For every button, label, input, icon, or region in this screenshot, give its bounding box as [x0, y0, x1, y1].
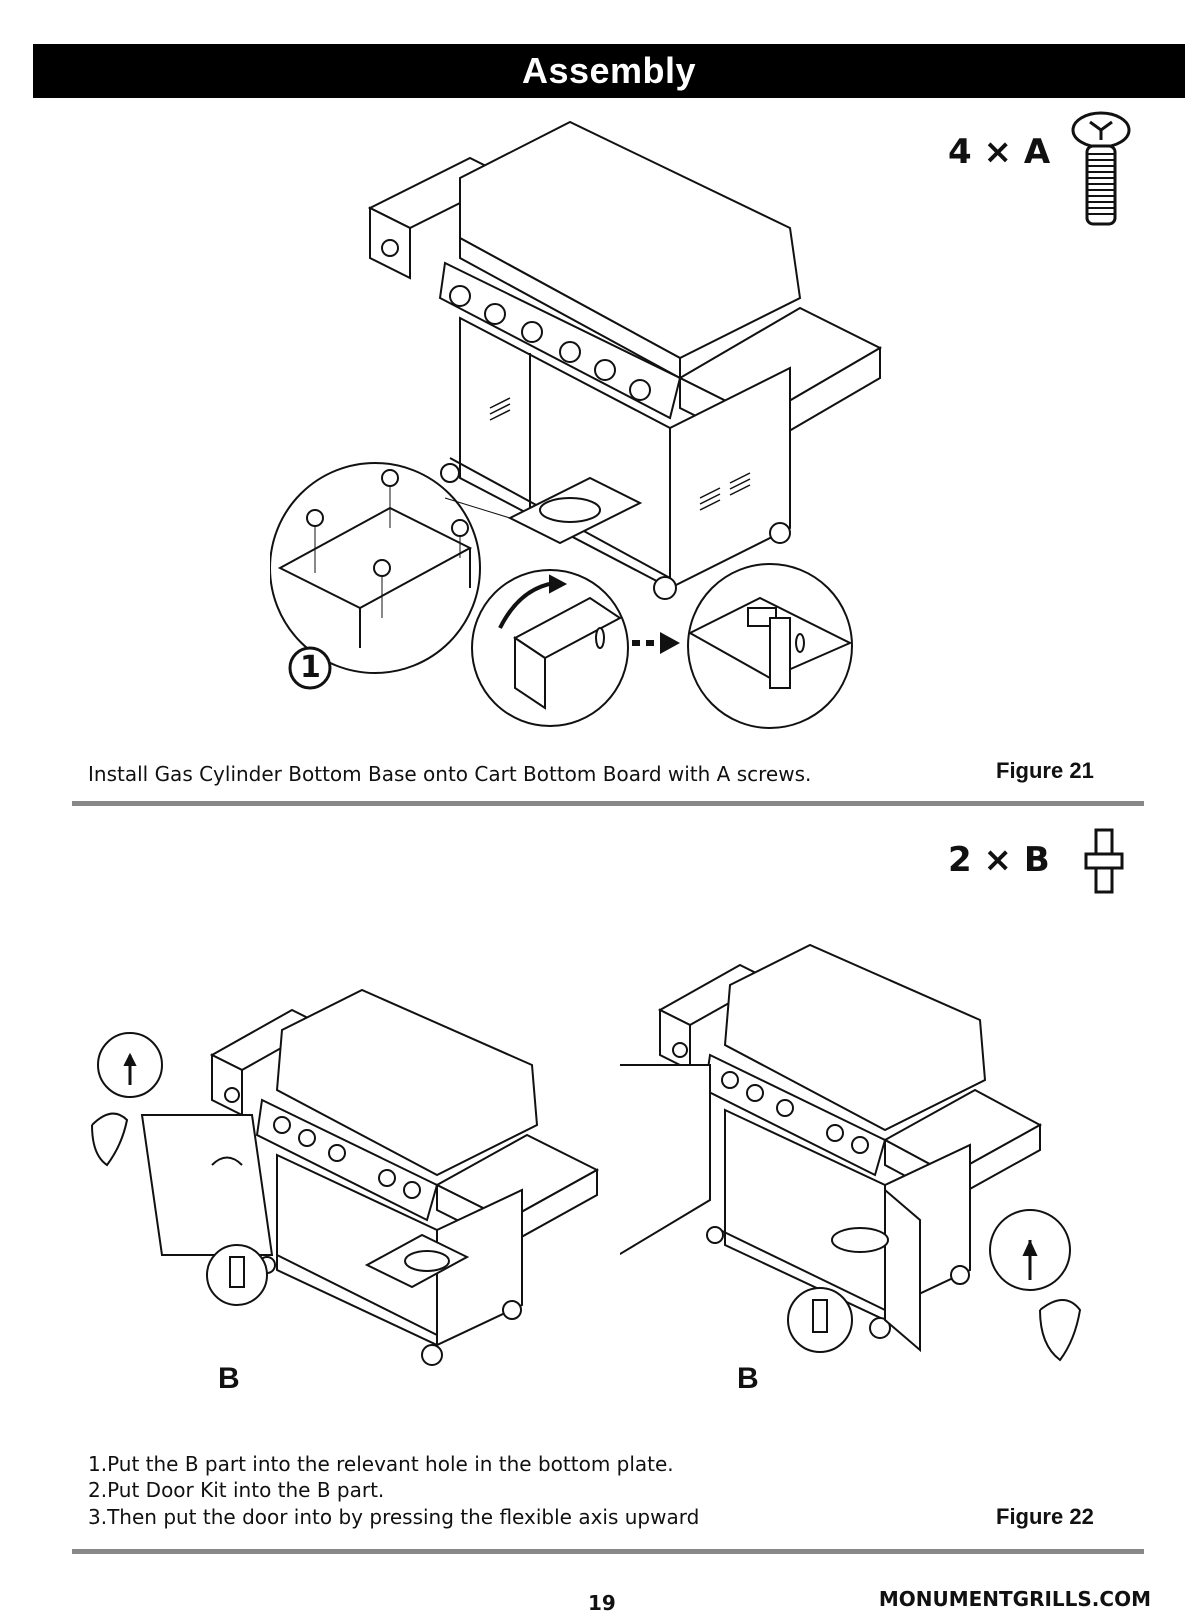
part-b-label-left: B [218, 1362, 240, 1396]
section-divider [72, 1549, 1144, 1554]
part-b-icon [1084, 826, 1124, 896]
door-install-illustration-left [82, 985, 602, 1400]
step-2: 2.Put Door Kit into the B part. [88, 1477, 384, 1504]
figure22-label: Figure 22 [996, 1504, 1094, 1530]
section-divider [72, 801, 1144, 806]
section-header: Assembly [33, 44, 1185, 98]
part-b-quantity: 2 × B [948, 840, 1050, 880]
screw-a-icon [1068, 110, 1134, 228]
door-install-illustration-right [620, 940, 1110, 1400]
step-1: 1.Put the B part into the relevant hole … [88, 1451, 674, 1478]
figure21-caption: Install Gas Cylinder Bottom Base onto Ca… [88, 761, 811, 788]
part-b-label-right: B [737, 1362, 759, 1396]
page-number: 19 [588, 1591, 616, 1615]
step-3: 3.Then put the door into by pressing the… [88, 1504, 699, 1531]
callout-number: 1 [300, 650, 321, 685]
screw-a-quantity: 4 × A [948, 132, 1050, 172]
figure21-label: Figure 21 [996, 758, 1094, 784]
grill-assembly-illustration [270, 118, 910, 738]
website-url: MONUMENTGRILLS.COM [879, 1587, 1151, 1611]
